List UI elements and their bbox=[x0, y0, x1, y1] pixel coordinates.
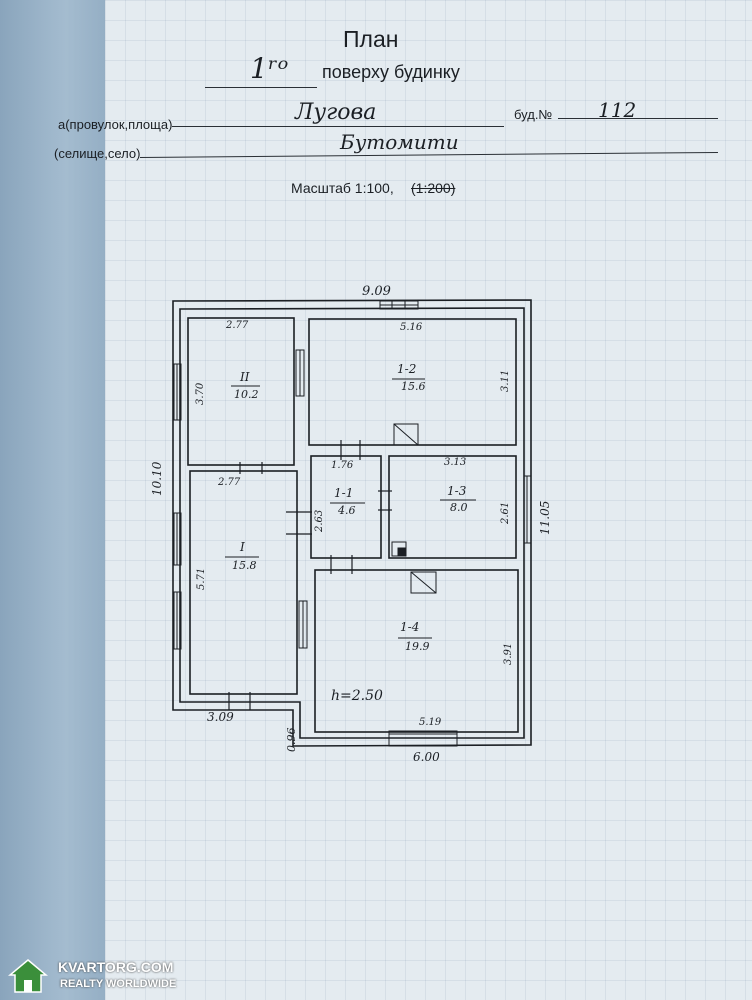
under-page bbox=[0, 0, 110, 1000]
room-1-4-width: 5.19 bbox=[419, 717, 442, 728]
room-II-outline bbox=[187, 317, 295, 466]
outer-wall-outer bbox=[172, 299, 532, 747]
dim-outer-right: 11.05 bbox=[538, 500, 552, 535]
room-1-1-width: 1.76 bbox=[331, 460, 354, 471]
room-II-area: 10.2 bbox=[234, 388, 259, 401]
dim-bottom-left: 3.09 bbox=[207, 710, 234, 724]
street-label: а(провулок,площа) bbox=[58, 117, 173, 132]
street-value: Лугова bbox=[295, 100, 377, 125]
room-1-2-width: 5.16 bbox=[400, 322, 423, 333]
watermark-line1: KVARTORG.COM bbox=[58, 959, 174, 975]
window-left-1 bbox=[173, 363, 182, 421]
floor-number: 1ʳᵒ bbox=[250, 52, 289, 85]
room-I-length: 5.71 bbox=[196, 567, 207, 590]
outer-wall-inner bbox=[179, 307, 525, 739]
document-sheet bbox=[105, 0, 752, 1000]
room-1-1-id: 1-1 bbox=[334, 486, 354, 500]
room-I-width: 2.77 bbox=[218, 477, 241, 488]
room-1-3-length: 2.61 bbox=[500, 501, 511, 524]
stove-3 bbox=[391, 541, 407, 557]
window-inner-2 bbox=[298, 600, 308, 649]
stove-2 bbox=[410, 571, 437, 594]
dim-offset: 0.96 bbox=[285, 727, 298, 753]
grid-paper bbox=[105, 0, 752, 1000]
kvartorg-logo: KVARTORG.COM REALTY WORLDWIDE bbox=[8, 958, 194, 996]
floor-underline bbox=[205, 87, 317, 88]
house-underline bbox=[558, 118, 718, 119]
page-title: План bbox=[343, 26, 399, 52]
street-underline bbox=[172, 126, 504, 127]
room-1-4-length: 3.91 bbox=[503, 642, 514, 665]
settlement-value: Бутомити bbox=[340, 130, 459, 154]
room-1-3-width: 3.13 bbox=[444, 457, 467, 468]
house-label: буд.№ bbox=[514, 107, 553, 122]
settlement-label: (селище,село) bbox=[54, 146, 141, 161]
window-inner-1 bbox=[295, 349, 305, 397]
house-value: 112 bbox=[598, 98, 637, 122]
room-1-3-area: 8.0 bbox=[450, 501, 468, 514]
scale-label: Масштаб 1:100, bbox=[291, 180, 394, 196]
room-1-4-outline bbox=[314, 569, 519, 733]
room-1-3-outline bbox=[388, 455, 517, 559]
room-1-4-area: 19.9 bbox=[405, 640, 430, 653]
room-I-outline bbox=[189, 470, 298, 695]
window-right bbox=[523, 475, 532, 544]
room-1-2-area: 15.6 bbox=[401, 380, 426, 393]
room-II-length: 3.70 bbox=[195, 382, 206, 405]
window-bottom bbox=[388, 730, 458, 747]
scale-struck: (1:200) bbox=[411, 180, 456, 196]
room-1-4-id: 1-4 bbox=[400, 620, 420, 634]
window-left-3 bbox=[173, 591, 182, 650]
room-1-3-id: 1-3 bbox=[447, 484, 467, 498]
height-note: h=2.50 bbox=[331, 688, 383, 704]
room-1-2-id: 1-2 bbox=[397, 362, 417, 376]
room-1-1-length: 2.63 bbox=[314, 509, 325, 532]
watermark-line2: REALTY WORLDWIDE bbox=[60, 978, 177, 990]
house-logo-icon bbox=[8, 959, 48, 993]
room-1-1-outline bbox=[310, 455, 382, 559]
dim-bottom-right: 6.00 bbox=[413, 750, 440, 764]
floor-caption: поверху будинку bbox=[322, 62, 460, 82]
room-II-id: II bbox=[240, 370, 250, 384]
window-left-2 bbox=[173, 512, 182, 566]
room-II-width: 2.77 bbox=[226, 320, 249, 331]
dim-outer-top: 9.09 bbox=[362, 284, 391, 299]
window-top bbox=[379, 300, 419, 310]
room-1-2-length: 3.11 bbox=[500, 369, 511, 392]
stove-1 bbox=[393, 423, 419, 446]
dim-outer-left: 10.10 bbox=[150, 461, 164, 496]
room-I-id: I bbox=[240, 540, 245, 554]
room-I-area: 15.8 bbox=[232, 559, 257, 572]
room-1-1-area: 4.6 bbox=[338, 504, 356, 517]
